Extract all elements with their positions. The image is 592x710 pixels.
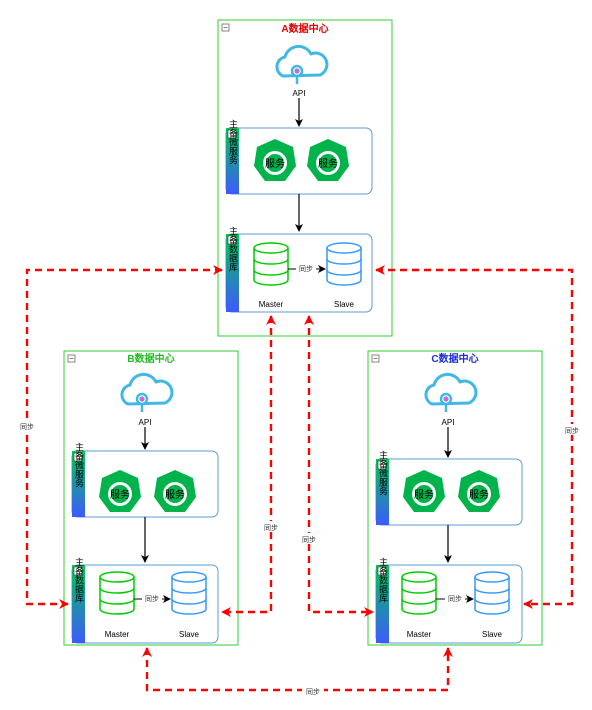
service-group-label: 主备微服务 — [73, 441, 84, 488]
sync-link-a-c-inner — [304, 315, 374, 617]
master-db-icon — [401, 571, 437, 615]
sync-link-a-b-inner — [221, 315, 276, 617]
svg-text:服务: 服务 — [318, 157, 338, 170]
svg-text:服务: 服务 — [414, 488, 434, 501]
svg-text:服务: 服务 — [110, 488, 130, 501]
master-label: Master — [259, 300, 284, 309]
service-group-stripe — [226, 128, 239, 194]
slave-label: Slave — [179, 630, 200, 639]
slave-db-icon — [171, 571, 207, 615]
sync-label: 同步 — [145, 595, 159, 603]
sync-label-bg — [16, 420, 38, 431]
sync-label: 同步 — [302, 536, 316, 544]
datacenter-a: A数据中心 API 主备微服务 服务 服务 — [217, 19, 393, 337]
master-label: Master — [105, 630, 130, 639]
master-db-icon — [253, 242, 289, 286]
service-icon: 服务 — [307, 139, 349, 181]
service-group-container — [71, 450, 219, 518]
sync-label: 同步 — [565, 427, 579, 435]
sync-label: 同步 — [264, 524, 278, 532]
sync-connector-labels: 同步 同步 同步 同步 同步 — [16, 420, 583, 696]
sync-link-a-b-left — [25, 265, 223, 609]
svg-text:服务: 服务 — [265, 157, 285, 170]
slave-db-icon — [326, 242, 362, 286]
slave-label: Slave — [482, 630, 503, 639]
db-group-label: 主备数据库 — [377, 556, 388, 603]
api-label: API — [442, 418, 455, 427]
db-group-label: 主备数据库 — [227, 225, 238, 272]
sync-connectors — [25, 265, 574, 692]
sync-label-bg — [302, 685, 324, 696]
service-icon: 服务 — [254, 139, 296, 181]
collapse-icon[interactable] — [227, 129, 237, 139]
sync-label-bg — [298, 533, 320, 544]
api-label: API — [293, 89, 306, 98]
master-db-icon — [99, 571, 135, 615]
service-group-label: 主备微服务 — [227, 118, 238, 165]
datacenter-a-title: A数据中心 — [281, 22, 328, 35]
sync-label: 同步 — [306, 688, 320, 696]
sync-link-b-c-bottom — [142, 647, 453, 692]
datacenter-c: C数据中心 API 主备微服务 服务 服务 主备数据库 — [367, 350, 543, 646]
db-group-stripe — [226, 234, 239, 312]
slave-db-icon — [474, 571, 510, 615]
sync-link-a-c-right — [375, 265, 574, 609]
service-group-label: 主备微服务 — [377, 449, 388, 496]
service-group-container — [375, 458, 523, 526]
collapse-icon[interactable] — [227, 235, 237, 245]
api-label: API — [139, 418, 152, 427]
sync-label: 同步 — [299, 265, 313, 273]
service-group-container — [225, 127, 373, 195]
slave-label: Slave — [334, 300, 355, 309]
datacenter-b: B数据中心 API 主备微服务 服务 服务 主备数据库 — [63, 350, 239, 646]
cloud-api-icon — [275, 44, 329, 84]
svg-text:服务: 服务 — [165, 488, 185, 501]
svg-text:服务: 服务 — [469, 488, 489, 501]
master-label: Master — [407, 630, 432, 639]
db-group-label: 主备数据库 — [73, 556, 84, 603]
sync-label-bg — [260, 521, 282, 532]
sync-label: 同步 — [448, 595, 462, 603]
datacenter-b-title: B数据中心 — [127, 352, 174, 365]
sync-label-bg — [296, 263, 316, 273]
datacenter-c-title: C数据中心 — [431, 352, 478, 365]
sync-label: 同步 — [20, 423, 34, 431]
sync-label-bg — [561, 424, 583, 435]
